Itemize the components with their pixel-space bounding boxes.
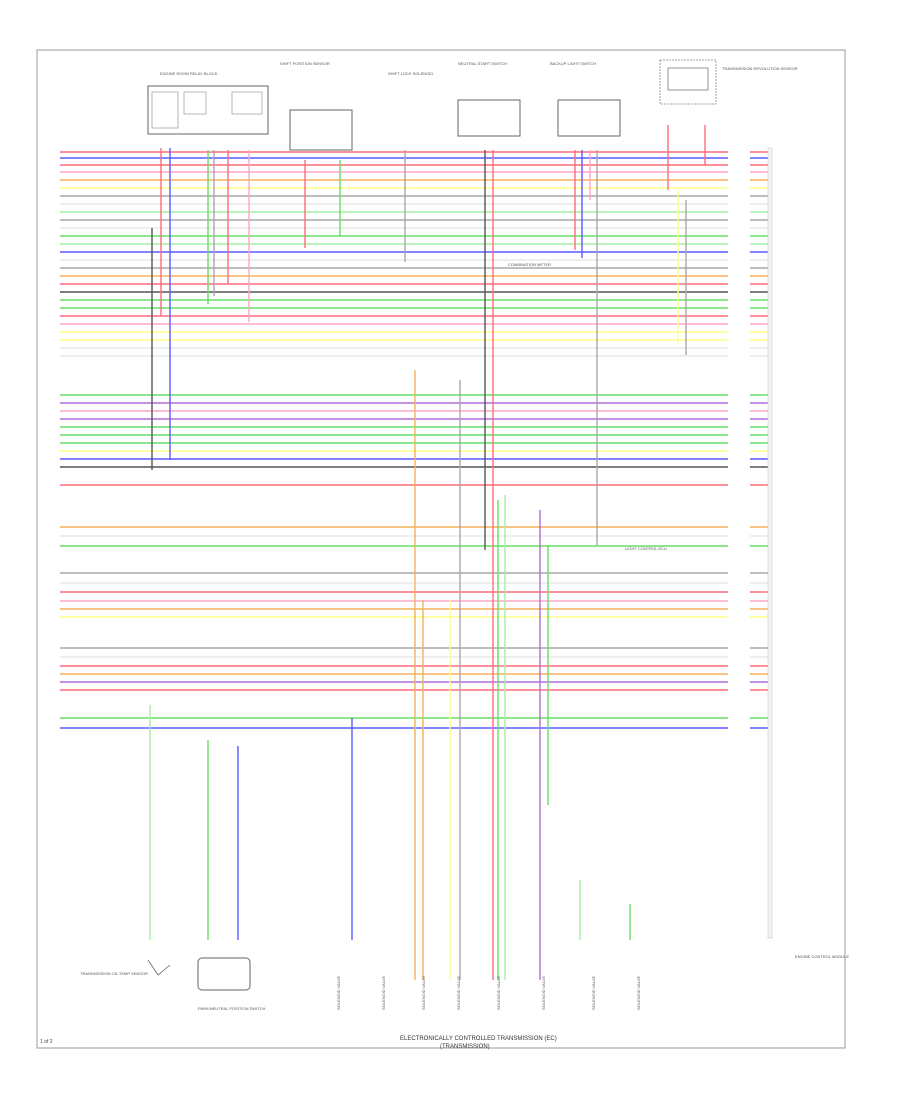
diagram-frame [36, 49, 846, 1049]
wire-label-bg [728, 241, 750, 247]
top-component-label: BACKUP LIGHT SWITCH [550, 61, 596, 66]
top-component-label: ENGINE ROOM RELAY BLOCK [160, 71, 218, 76]
wire-label-bg [728, 273, 750, 279]
wire-label-bg [728, 424, 750, 430]
wire-label-bg [728, 663, 750, 669]
wire-label-bg [728, 464, 750, 470]
wire-label-bg [728, 313, 750, 319]
wire-label-bg [728, 281, 750, 287]
wire-label-bg [728, 614, 750, 620]
wire-label-bg [728, 225, 750, 231]
wire-label-bg [728, 185, 750, 191]
wire-label-bg [728, 589, 750, 595]
wire-label-bg [728, 416, 750, 422]
solenoid-group: SOLENOID VALVE SOLENOID VALVE SOLENOID VAL… [336, 976, 641, 1010]
wire-label-bg [728, 654, 750, 660]
combination-meter-label: COMBINATION METER [508, 262, 551, 267]
solenoid-valve: SOLENOID VALVE [541, 976, 546, 1010]
bottom-component-label: SOLENOID VALVE [381, 976, 386, 1010]
wire-label-bg [728, 715, 750, 721]
wire-label-bg [728, 217, 750, 223]
wire-label-bg [728, 440, 750, 446]
oil-temp-sensor: TRANSMISSION OIL TEMP SENSOR [80, 959, 171, 976]
wire-label-bg [728, 671, 750, 677]
wire-label-bg [728, 392, 750, 398]
wire-label-bg [728, 598, 750, 604]
bottom-component-label: SOLENOID VALVE [456, 976, 461, 1010]
engine-room-relay-block: ENGINE ROOM RELAY BLOCK [147, 71, 269, 135]
solenoid-valve: SOLENOID VALVE [496, 976, 501, 1010]
wire-label-bg [728, 305, 750, 311]
top-component-label: SHIFT LOCK SOLENOID [388, 71, 433, 76]
wire-label-bg [728, 687, 750, 693]
bottom-component-label: SOLENOID VALVE [636, 976, 641, 1010]
bottom-component-label: SOLENOID VALVE [336, 976, 341, 1010]
wire-label-bg [728, 448, 750, 454]
solenoid-valve: SOLENOID VALVE [636, 976, 641, 1010]
solenoid-valve: SOLENOID VALVE [381, 976, 386, 1010]
wire-label-bg [728, 233, 750, 239]
wire-label-bg [728, 297, 750, 303]
solenoid-valve: SOLENOID VALVE [336, 976, 341, 1010]
light-control-ecu-label: LIGHT CONTROL ECU [625, 546, 667, 551]
wire-label-bg [728, 679, 750, 685]
vertical-wires [149, 125, 706, 980]
bottom-component-label: SOLENOID VALVE [421, 976, 426, 1010]
wire-label-bg [728, 162, 750, 168]
wire-group [60, 149, 768, 731]
wire-label-bg [728, 645, 750, 651]
page-indicator: 1 of 2 [40, 1039, 53, 1045]
wire-label-bg [728, 249, 750, 255]
solenoid-valve: SOLENOID VALVE [456, 976, 461, 1010]
wire-label-bg [728, 193, 750, 199]
bottom-component-label: TRANSMISSION OIL TEMP SENSOR [80, 971, 148, 976]
wire-label-bg [728, 533, 750, 539]
top-component-label: NEUTRAL START SWITCH [458, 61, 507, 66]
neutral-start-switch: NEUTRAL START SWITCH [457, 61, 521, 137]
engine-control-module-label: ENGINE CONTROL MODULE [795, 954, 849, 959]
wire-label-bg [728, 201, 750, 207]
wire-label-bg [728, 580, 750, 586]
wire-label-bg [728, 570, 750, 576]
top-component-label: SHIFT POSITION SENSOR [280, 61, 330, 66]
wire-label-bg [728, 177, 750, 183]
bottom-component-label: SOLENOID VALVE [541, 976, 546, 1010]
solenoid-valve: SOLENOID VALVE [421, 976, 426, 1010]
wire-label-bg [728, 408, 750, 414]
wire-label-bg [728, 265, 750, 271]
wire-label-bg [728, 149, 750, 155]
shift-position-sensor: SHIFT POSITION SENSOR [280, 61, 353, 151]
bottom-component-label: SOLENOID VALVE [591, 976, 596, 1010]
transmission-revolution-sensor: TRANSMISSION REVOLUTION SENSOR [659, 59, 798, 105]
wire-label-bg [728, 337, 750, 343]
wire-label-bg [728, 543, 750, 549]
diagram-title: ELECTRONICALLY CONTROLLED TRANSMISSION (… [400, 1036, 557, 1042]
wire-label-bg [728, 155, 750, 161]
wire-label-bg [728, 524, 750, 530]
wire-label-bg [728, 725, 750, 731]
wire-label-bg [728, 345, 750, 351]
wire-label-bg [728, 257, 750, 263]
solenoid-valve: SOLENOID VALVE [591, 976, 596, 1010]
wire-label-bg [728, 321, 750, 327]
shift-lock-solenoid: SHIFT LOCK SOLENOID [388, 71, 433, 76]
wire-label-bg [728, 209, 750, 215]
diagram-subtitle: (TRANSMISSION) [440, 1044, 490, 1050]
bottom-component-label: SOLENOID VALVE [496, 976, 501, 1010]
wire-label-bg [728, 353, 750, 359]
wire-label-bg [728, 456, 750, 462]
wire-label-bg [728, 432, 750, 438]
wire-label-bg [728, 400, 750, 406]
bottom-component-label: PARK/NEUTRAL POSITION SWITCH [198, 1006, 265, 1011]
wire-label-bg [728, 329, 750, 335]
ecm-connector-strip [767, 147, 773, 939]
park-neutral-position-switch: PARK/NEUTRAL POSITION SWITCH [197, 957, 265, 1011]
top-component-label: TRANSMISSION REVOLUTION SENSOR [722, 66, 798, 71]
wire-label-bg [728, 482, 750, 488]
wire-label-bg [728, 169, 750, 175]
wire-label-bg [728, 289, 750, 295]
backup-light-switch: BACKUP LIGHT SWITCH [550, 61, 621, 137]
wire-label-bg [728, 606, 750, 612]
